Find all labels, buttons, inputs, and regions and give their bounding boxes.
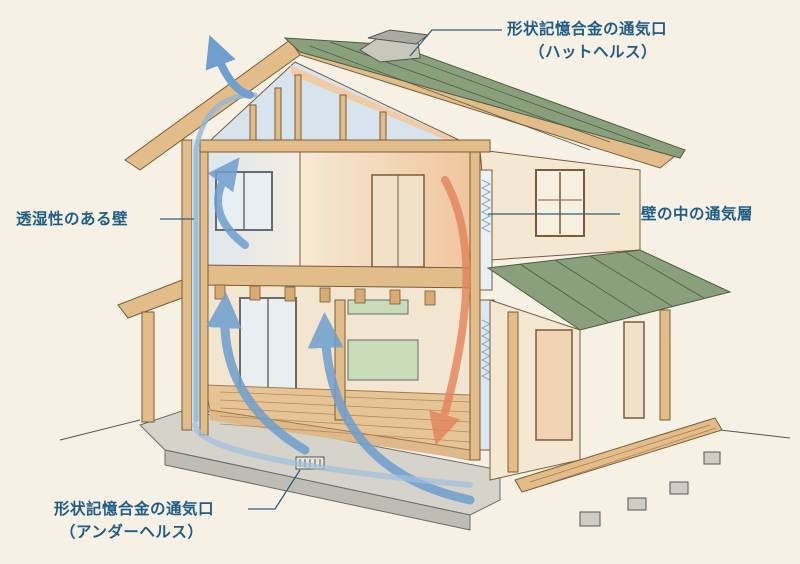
hat-vent: [359, 37, 421, 63]
ground-lines: [59, 419, 791, 441]
leader-lines: [160, 29, 620, 510]
right-porch: [486, 249, 732, 527]
left-porch: [117, 279, 183, 423]
second-floor-rooms: [199, 149, 481, 271]
bottom-vent-label-line2: （アンダーヘルス）: [60, 523, 204, 541]
wood-deck: [514, 417, 723, 493]
top-vent-label-line2: （ハットヘルス）: [529, 43, 658, 61]
front-door: [623, 321, 645, 419]
kitchen-counter: [347, 339, 419, 381]
top-vent-label-line1: 形状記憶合金の通気口: [507, 20, 668, 38]
top-vent-label: 形状記憶合金の通気口 （ハットヘルス）: [507, 19, 667, 62]
attic-trusses: [198, 61, 491, 153]
right-exterior-wall: [479, 149, 641, 261]
foundation: [139, 409, 501, 531]
airflow-arrows: [192, 35, 475, 505]
bottom-vent-label: 形状記憶合金の通気口 （アンダーヘルス）: [54, 499, 214, 542]
breathable-wall-label-text: 透湿性のある壁: [16, 210, 129, 228]
wall-air-layer-label-text: 壁の中の通気層: [641, 205, 754, 223]
wall-air-layer-label: 壁の中の通気層: [641, 204, 753, 224]
breathable-wall-label: 透湿性のある壁: [16, 209, 128, 229]
floor-joists: [194, 264, 486, 421]
bottom-vent-label-line1: 形状記憶合金の通気口: [54, 500, 215, 518]
main-roof: [124, 29, 686, 171]
